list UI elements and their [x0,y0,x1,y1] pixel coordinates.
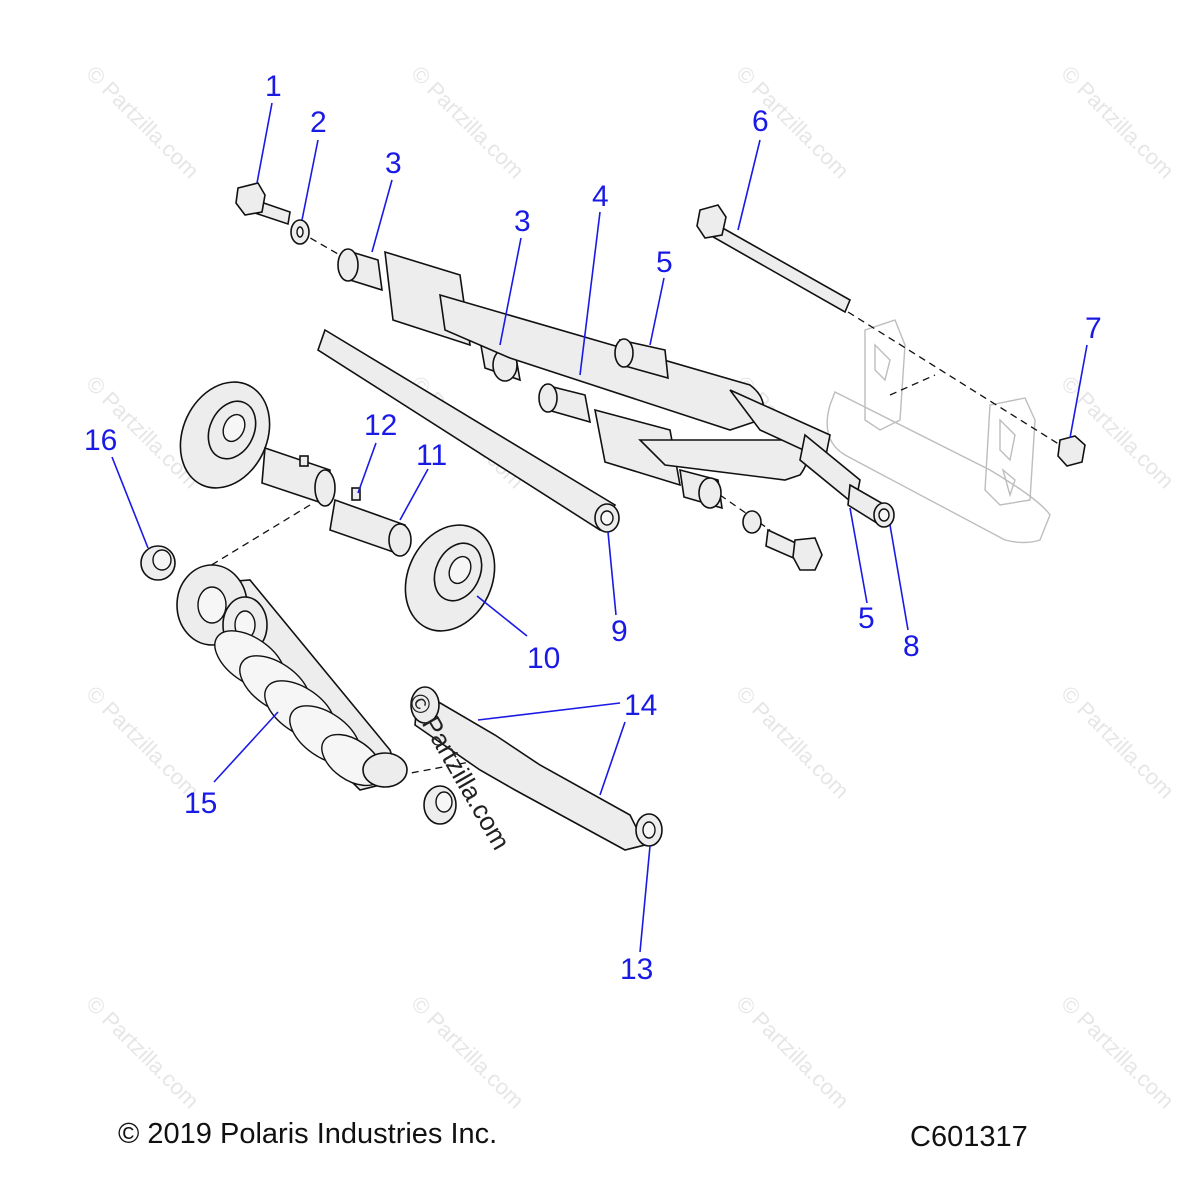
part-13-spacer [635,813,663,847]
part-3-bushing-upper [337,248,383,292]
part-5-bushing-bottom [679,468,723,510]
callout-7: 7 [1085,312,1102,345]
watermark-tile: © Partzilla.com [1056,991,1179,1114]
diagram-code: C601317 [910,1121,1028,1153]
part-6-long-bolt [696,204,852,314]
callout-labels: 1 2 3 3 4 5 5 6 7 8 9 10 11 12 13 14 15 … [84,70,1102,986]
callout-11: 11 [416,439,447,472]
watermark-tile: © Partzilla.com [81,61,204,184]
watermark-tile: © Partzilla.com [406,61,529,184]
watermark-tile: © Partzilla.com [731,681,854,804]
watermark-tile: © Partzilla.com [406,991,529,1114]
assembly-lines [199,231,1066,776]
part-7-nut [1057,435,1086,467]
watermark-tile: © Partzilla.com [731,61,854,184]
callout-9: 9 [611,615,628,648]
part-12-sleeve-upper [261,446,336,507]
copyright-text: © 2019 Polaris Industries Inc. [118,1118,497,1150]
part-11-sleeve-lower [329,487,412,557]
part-5-bushing-top [614,338,669,380]
watermark-tile: © Partzilla.com [1056,61,1179,184]
watermark-tile: © Partzilla.com [81,681,204,804]
lower-bushing [423,785,457,825]
leader-lines [111,102,1088,953]
callout-14: 14 [624,689,657,722]
watermark-tile: © Partzilla.com [81,991,204,1114]
part-1-bolt [235,182,291,226]
callout-12: 12 [364,409,397,442]
callout-15: 15 [184,787,217,820]
callout-10: 10 [527,642,560,675]
part-15-shock-absorber [176,564,408,791]
callout-5-bottom: 5 [858,602,875,635]
callout-5-top: 5 [656,246,673,279]
callout-2: 2 [310,106,327,139]
part-10-wheel-upper [179,381,271,489]
callout-6: 6 [752,105,769,138]
part-8-spacer [847,483,895,528]
callout-4: 4 [592,180,609,213]
part-16-bushing [140,545,176,581]
lower-bolt [742,510,823,571]
callout-13: 13 [620,953,653,986]
callout-3-lower: 3 [514,205,531,238]
callout-16: 16 [84,424,117,457]
watermark-tile: © Partzilla.com [1056,371,1179,494]
callout-8: 8 [903,630,920,663]
watermark-tile: © Partzilla.com [731,991,854,1114]
part-14-sleeves [410,686,647,851]
part-5-bushing-left [538,383,592,424]
part-10-wheel-lower [404,524,496,632]
callout-1: 1 [265,70,282,103]
part-2-washer [290,219,310,245]
part-4-swing-arm [384,250,831,487]
watermark-tile: © Partzilla.com [1056,681,1179,804]
part-9-axle-tube [317,328,620,533]
callout-3-upper: 3 [385,147,402,180]
